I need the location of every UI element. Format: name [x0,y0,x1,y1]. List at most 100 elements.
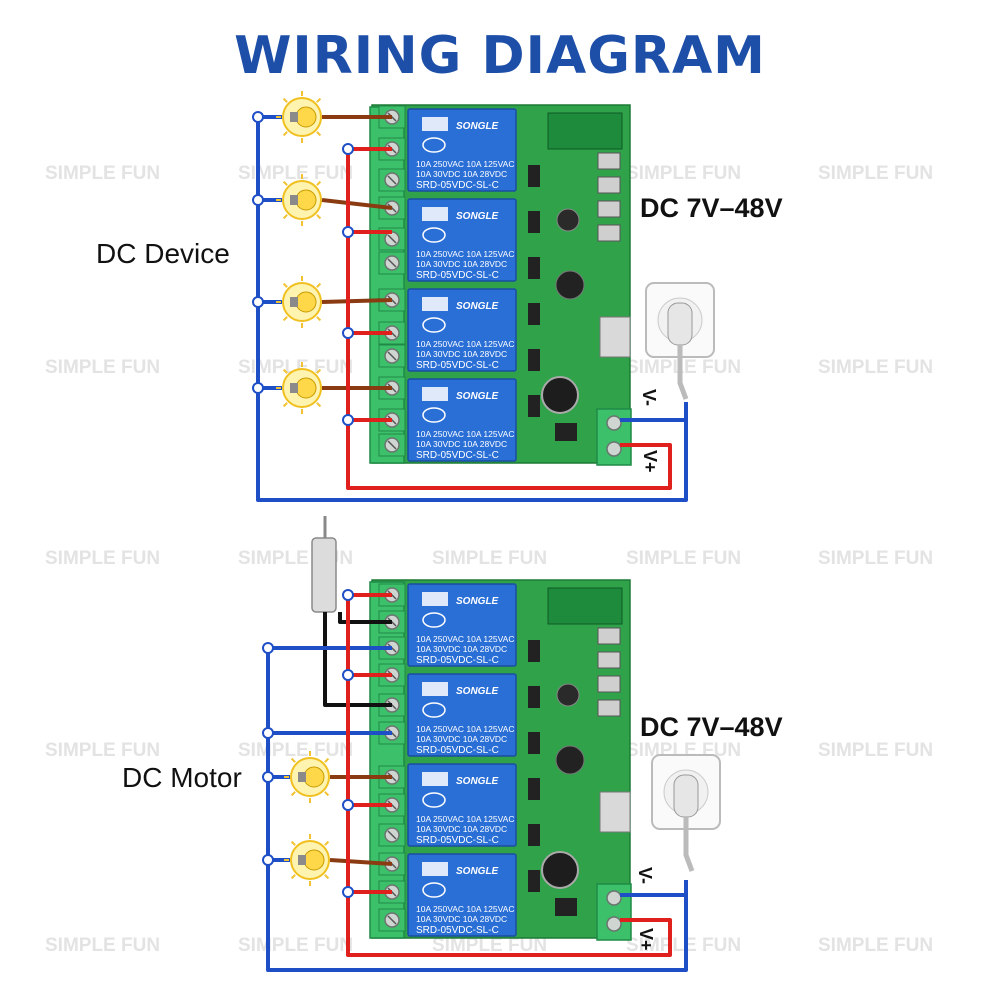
power-screw [606,916,622,932]
electrolytic-capacitor [541,376,579,414]
smd-chip [528,732,540,754]
relay-spec-1: 10A 250VAC 10A 125VAC [416,904,514,914]
bulb-ray [282,97,288,103]
bulb-ray [324,874,330,880]
bulb-glass [303,849,325,871]
terminal-slot [387,351,397,361]
plug-cable [683,817,695,872]
brown-load-wire [329,858,393,866]
watermark-text: SIMPLE FUN [626,548,742,569]
rf-module [547,112,623,150]
watermark-text: SIMPLE FUN [626,357,742,378]
relay-logo [422,297,448,311]
watermark-text: SIMPLE FUN [818,935,934,956]
smd-chip [528,165,540,187]
smd-chip [528,824,540,846]
bulb-base [290,297,298,307]
capacitor [556,208,580,232]
bulb-base [298,855,306,865]
relay-spec-2: 10A 30VDC 10A 28VDC [416,824,507,834]
bulb-ray [316,368,322,374]
smd-chip [528,257,540,279]
bulb-ray [316,282,322,288]
push-button [597,675,621,693]
relay-spec-2: 10A 30VDC 10A 28VDC [416,349,507,359]
power-screw [606,890,622,906]
smd-chip [528,870,540,892]
cqc-mark [422,407,446,423]
capacitor [556,683,580,707]
junction-dot [342,589,354,601]
dc-motor-body [311,537,337,613]
minus-label: V- [639,389,659,406]
relay-brand: SONGLE [456,776,499,787]
red-bus-wire [346,595,672,957]
junction-dot [342,886,354,898]
junction-dot [262,727,274,739]
terminal-slot [387,440,397,450]
relay-model: SRD-05VDC-SL-C [416,925,499,936]
relay-logo [422,862,448,876]
relay-logo [422,682,448,696]
blue-bus-wire [256,117,688,502]
bulb-ray [282,131,288,137]
junction-dot [342,799,354,811]
watermark-text: SIMPLE FUN [238,357,354,378]
smd-chip [528,640,540,662]
relay-model: SRD-05VDC-SL-C [416,270,499,281]
bulb-ray [290,840,296,846]
electrolytic-capacitor [541,851,579,889]
terminal-slot [387,175,397,185]
bulb-glass [295,189,317,211]
bulb-icon [276,276,328,328]
bulb-ray [316,316,322,322]
junction-dot [342,226,354,238]
junction-dot [342,669,354,681]
bulb-base [290,383,298,393]
junction-dot [342,143,354,155]
watermark-text: SIMPLE FUN [626,935,742,956]
cqc-mark [422,227,446,243]
junction-dot [262,642,274,654]
bulb-ray [316,180,322,186]
relay-model: SRD-05VDC-SL-C [416,450,499,461]
relay-logo [422,207,448,221]
bulb-ray [316,131,322,137]
usb-port [599,316,631,358]
watermark-text: SIMPLE FUN [818,740,934,761]
usb-port [599,791,631,833]
relay-spec-2: 10A 30VDC 10A 28VDC [416,169,507,179]
relay-logo [422,592,448,606]
motor-black-wire [323,612,392,707]
bulb-ray [324,757,330,763]
blue-minus-wire [620,402,688,422]
push-button [597,200,621,218]
inductor [555,745,585,775]
junction-dot [342,327,354,339]
page-title: WIRING DIAGRAM [234,26,766,86]
watermark-text: SIMPLE FUN [238,163,354,184]
bulb-base [290,112,298,122]
relay-brand: SONGLE [456,391,499,402]
red-bus-wire [346,149,672,490]
dc-device-label: DC Device [96,238,230,269]
relay-logo [422,117,448,131]
bulb-ray [290,791,296,797]
relay-spec-2: 10A 30VDC 10A 28VDC [416,439,507,449]
bulb-base [298,772,306,782]
smd-chip [528,211,540,233]
bulb-ray [282,214,288,220]
terminal-slot [387,915,397,925]
relay-spec-1: 10A 250VAC 10A 125VAC [416,634,514,644]
power-label-top: DC 7V–48V [640,193,783,223]
bulb-ray [282,180,288,186]
smd-chip [528,686,540,708]
relay-model: SRD-05VDC-SL-C [416,360,499,371]
